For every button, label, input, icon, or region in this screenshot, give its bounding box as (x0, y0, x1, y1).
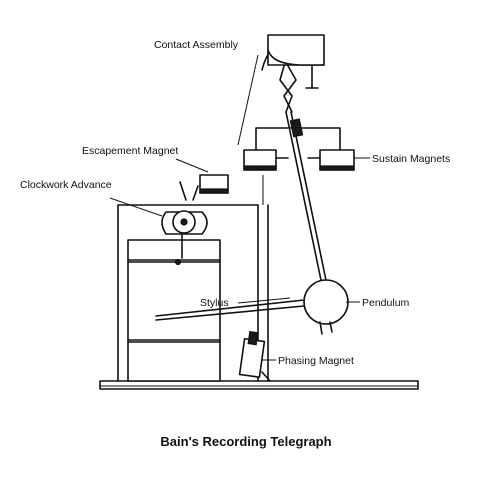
label-pendulum: Pendulum (362, 297, 410, 309)
leader-lines (109, 54, 370, 361)
phasing-magnet (238, 330, 271, 382)
pendulum (285, 111, 349, 335)
base-plate (99, 380, 419, 390)
label-sustain-magnets: Sustain Magnets (372, 153, 450, 165)
label-contact-assembly: Contact Assembly (154, 39, 239, 51)
label-clockwork-advance: Clockwork Advance (20, 179, 112, 191)
stylus-arm (155, 299, 305, 321)
sustain-magnets (243, 127, 355, 171)
label-stylus: Stylus (200, 297, 229, 309)
label-escapement-magnet: Escapement Magnet (82, 145, 178, 157)
figure-caption: Bain's Recording Telegraph (160, 434, 331, 449)
contact-assembly (261, 34, 325, 113)
escapement-magnet (179, 174, 229, 201)
label-phasing-magnet: Phasing Magnet (278, 355, 354, 367)
clockwork-mechanism (161, 210, 208, 259)
